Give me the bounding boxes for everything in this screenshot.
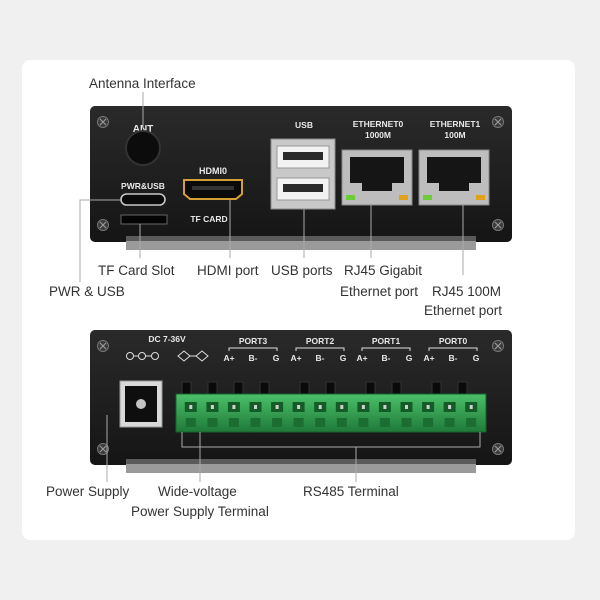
terminal-screw: [470, 405, 473, 409]
pwr-usb-label: PWR&USB: [121, 181, 165, 191]
eth0-name-label: ETHERNET0: [353, 119, 404, 129]
terminal-wire-entry: [229, 418, 239, 427]
terminal-screw: [297, 405, 300, 409]
usb-c-port[interactable]: [121, 194, 165, 205]
port3-label: PORT3: [239, 336, 268, 346]
pin-label: G: [473, 353, 480, 363]
terminal-wire-entry: [380, 418, 390, 427]
back-panel: DC 7-36V PORT3 PORT2 PORT1 PORT0 A+ B-: [90, 330, 512, 473]
callout-tf-card-slot: TF Card Slot: [98, 263, 175, 279]
terminal-screw: [383, 405, 386, 409]
terminal-wire-entry: [272, 418, 282, 427]
pin-label: A+: [290, 353, 301, 363]
pin-label: G: [406, 353, 413, 363]
terminal-wire-entry: [423, 418, 433, 427]
pin-label: A+: [223, 353, 234, 363]
pin-label: G: [340, 353, 347, 363]
terminal-screw: [405, 405, 408, 409]
eth0-speed-label: 1000M: [365, 130, 391, 140]
port0-label: PORT0: [439, 336, 468, 346]
pin-label: B-: [316, 353, 325, 363]
pin-label: B-: [449, 353, 458, 363]
callout-rs485-terminal: RS485 Terminal: [303, 484, 399, 500]
callout-rj45-gigabit-line2: Ethernet port: [340, 284, 418, 300]
callout-wide-voltage-line2: Power Supply Terminal: [131, 504, 269, 520]
terminal-wire-entry: [445, 418, 455, 427]
eth1-name-label: ETHERNET1: [430, 119, 481, 129]
callout-rj45-100m-line2: Ethernet port: [424, 303, 502, 319]
terminal-screw: [362, 405, 365, 409]
pin-label: B-: [249, 353, 258, 363]
callout-rj45-gigabit: RJ45 Gigabit: [344, 263, 422, 279]
dc-barrel-jack[interactable]: [120, 381, 162, 427]
terminal-screw: [276, 405, 279, 409]
callout-hdmi-port: HDMI port: [197, 263, 259, 279]
ethernet0-port[interactable]: [342, 150, 412, 205]
terminal-wire-entry: [294, 418, 304, 427]
callout-antenna-interface: Antenna Interface: [89, 76, 196, 92]
callout-pwr-usb: PWR & USB: [49, 284, 125, 300]
green-terminal-block[interactable]: [176, 394, 486, 432]
terminal-wire-entry: [251, 418, 261, 427]
terminal-wire-entry: [337, 418, 347, 427]
tf-card-slot[interactable]: [121, 215, 167, 224]
front-panel: ANT PWR&USB HDMI0 TF CARD USB ETHERNET0 …: [90, 106, 512, 250]
antenna-connector[interactable]: [126, 131, 160, 165]
eth1-speed-label: 100M: [444, 130, 465, 140]
dc-label: DC 7-36V: [148, 334, 186, 344]
terminal-screw: [340, 405, 343, 409]
pin-label: A+: [423, 353, 434, 363]
terminal-screw: [319, 405, 322, 409]
pin-label: G: [273, 353, 280, 363]
callout-power-supply: Power Supply: [46, 484, 129, 500]
terminal-wire-entry: [186, 418, 196, 427]
usb-label: USB: [295, 120, 313, 130]
port2-label: PORT2: [306, 336, 335, 346]
hdmi-label: HDMI0: [199, 166, 227, 176]
callout-wide-voltage: Wide-voltage: [158, 484, 237, 500]
callout-rj45-100m: RJ45 100M: [432, 284, 501, 300]
terminal-wire-entry: [207, 418, 217, 427]
ethernet1-port[interactable]: [419, 150, 489, 205]
terminal-screw: [211, 405, 214, 409]
terminal-wire-entry: [402, 418, 412, 427]
terminal-screw: [254, 405, 257, 409]
terminal-screw: [427, 405, 430, 409]
port1-label: PORT1: [372, 336, 401, 346]
pin-label: B-: [382, 353, 391, 363]
terminal-screw: [232, 405, 235, 409]
tf-card-label: TF CARD: [190, 214, 227, 224]
terminal-wire-entry: [466, 418, 476, 427]
usb-ports[interactable]: [271, 139, 335, 209]
terminal-screw: [448, 405, 451, 409]
pin-label: A+: [356, 353, 367, 363]
terminal-screw: [189, 405, 192, 409]
callout-usb-ports: USB ports: [271, 263, 333, 279]
terminal-wire-entry: [358, 418, 368, 427]
terminal-wire-entry: [315, 418, 325, 427]
